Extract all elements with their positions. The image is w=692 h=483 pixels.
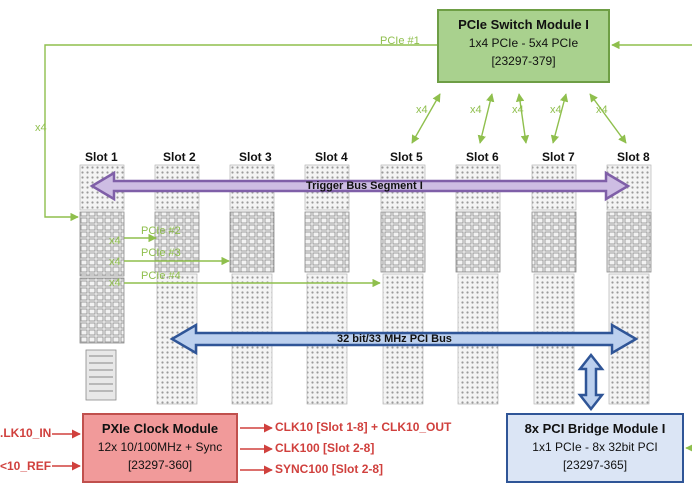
slot-2	[154, 164, 200, 405]
slot-8-label: Slot 8	[617, 150, 650, 164]
clk10-out-label: CLK10 [Slot 1-8] + CLK10_OUT	[275, 420, 452, 434]
clk100-out-label: CLK100 [Slot 2-8]	[275, 441, 375, 455]
clk10-ref-label: <10_REF	[0, 459, 52, 473]
slot-5	[380, 164, 426, 405]
slot-7-label: Slot 7	[542, 150, 575, 164]
bridge-module-spec: 1x1 PCIe - 8x 32bit PCI	[532, 440, 658, 454]
switch-x4-link-4	[550, 93, 569, 144]
clock-module-spec: 12x 10/100MHz + Sync	[97, 440, 223, 454]
slot-7	[531, 164, 577, 405]
slot-1-module-body	[85, 349, 117, 401]
slot-connector-block	[79, 277, 125, 344]
x4-slot1-b-label: x4	[109, 256, 121, 268]
pcie-switch-module: PCIe Switch Module I 1x4 PCIe - 5x4 PCIe…	[437, 9, 610, 83]
slot-connector-block	[380, 211, 426, 273]
slot-3-label: Slot 3	[239, 150, 272, 164]
x4-slot1-a-label: x4	[109, 235, 121, 247]
x4-left-label: x4	[35, 122, 47, 134]
slot-8	[606, 164, 652, 405]
x4-switch-5-label: x4	[596, 104, 608, 116]
slot-connector-block	[79, 211, 125, 277]
trigger-bus-label: Trigger Bus Segment I	[306, 180, 423, 192]
sync100-out-label: SYNC100 [Slot 2-8]	[275, 462, 384, 476]
slot-connector-block	[154, 211, 200, 273]
x4-slot1-c-label: x4	[109, 277, 121, 289]
switch-x4-link-3	[515, 93, 530, 144]
pci-bridge-module: 8x PCI Bridge Module I 1x1 PCIe - 8x 32b…	[506, 413, 684, 483]
switch-x4-link-1	[411, 93, 441, 144]
slot-connector-block	[531, 211, 577, 273]
slot-6-label: Slot 6	[466, 150, 499, 164]
slot-connector-block	[455, 211, 501, 273]
pcie1-wire	[44, 44, 437, 222]
pci-bus-arrow	[169, 322, 639, 356]
pcie1-label: PCIe #1	[380, 35, 420, 47]
x4-switch-4-label: x4	[550, 104, 562, 116]
pci-bus-label: 32 bit/33 MHz PCI Bus	[337, 333, 452, 345]
bridge-link-arrow	[577, 352, 605, 412]
pcie3-label: PCIe #3	[141, 247, 181, 259]
slot-4	[304, 164, 350, 405]
pcie2-label: PCIe #2	[141, 225, 181, 237]
switch-module-title: PCIe Switch Module I	[458, 17, 589, 32]
x4-switch-3-label: x4	[512, 104, 524, 116]
clock-module-title: PXIe Clock Module	[101, 421, 219, 436]
slot-1-label: Slot 1	[85, 150, 118, 164]
slot-3	[229, 164, 275, 405]
bridge-module-title: 8x PCI Bridge Module I	[524, 421, 666, 436]
switch-x4-link-2	[477, 93, 495, 144]
x4-switch-1-label: x4	[416, 104, 428, 116]
clk10-in-label: .LK10_IN	[0, 426, 52, 440]
slot-connector-block	[229, 211, 275, 273]
switch-module-spec: 1x4 PCIe - 5x4 PCIe	[468, 36, 579, 50]
slot-connector-block	[304, 211, 350, 273]
pxie-clock-module: PXIe Clock Module 12x 10/100MHz + Sync […	[82, 413, 238, 483]
clock-module-partno: [23297-360]	[127, 458, 193, 472]
slot-1	[79, 164, 125, 401]
trigger-bus-arrow	[89, 170, 631, 202]
slot-5-label: Slot 5	[390, 150, 423, 164]
slot-1-module	[85, 349, 117, 401]
switch-x4-link-5	[589, 93, 627, 144]
slot-4-label: Slot 4	[315, 150, 348, 164]
pcie4-label: PCIe #4	[141, 270, 181, 282]
bridge-module-partno: [23297-365]	[562, 458, 628, 472]
slot-6	[455, 164, 501, 405]
slot-2-label: Slot 2	[163, 150, 196, 164]
slot-connector-block	[606, 211, 652, 273]
switch-module-partno: [23297-379]	[491, 54, 556, 68]
x4-switch-2-label: x4	[470, 104, 482, 116]
